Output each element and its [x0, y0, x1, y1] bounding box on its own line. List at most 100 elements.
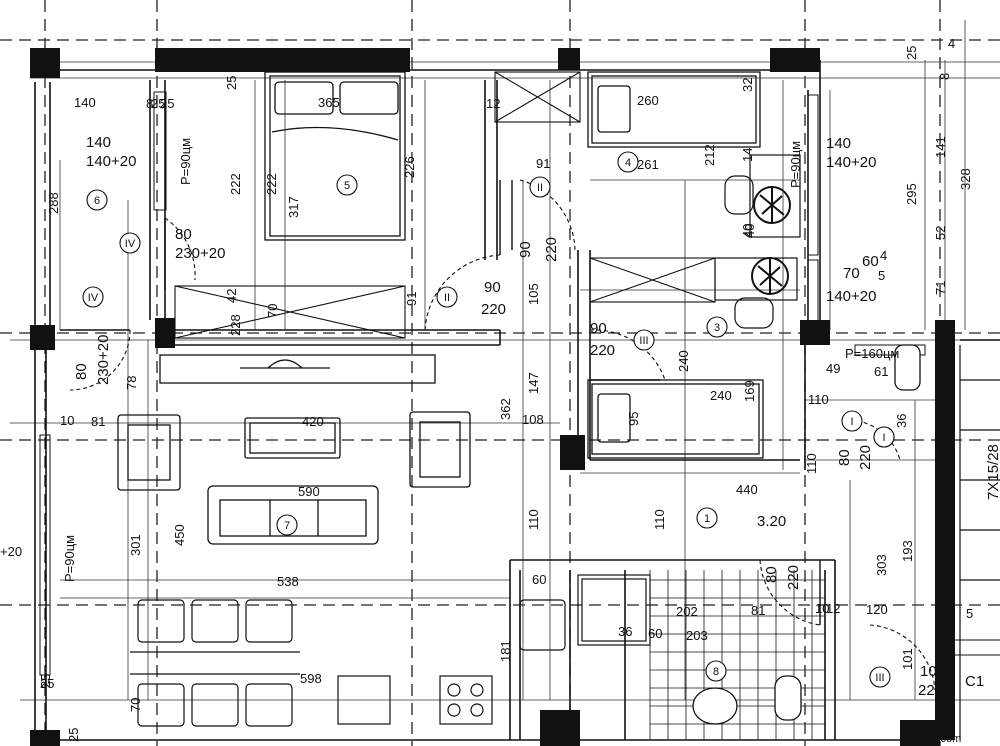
dimension-12: 70 — [265, 304, 280, 318]
dimension-67: 78 — [124, 376, 139, 390]
dimension-34: 240 — [676, 350, 691, 372]
dimension-15: 12 — [486, 96, 500, 111]
dimension-29: 141 — [933, 136, 948, 158]
dimension-40: 110 — [652, 509, 667, 530]
dimension-65: 25 — [40, 676, 54, 691]
dimension-75: 60 — [648, 626, 662, 641]
door-mark-II-1 — [529, 176, 551, 198]
dimension-21: 14 — [740, 148, 755, 162]
dimension-53: 10 — [815, 601, 829, 616]
door-mark-II-1-label: II — [537, 182, 543, 194]
dimension-2: 365 — [318, 95, 340, 110]
door-mark-III-0-label: III — [639, 335, 648, 347]
dimension-11: 42 — [224, 289, 239, 303]
dimension-0: 25 — [224, 76, 239, 90]
dimension-71: 5 — [878, 268, 885, 283]
stairs — [959, 345, 1000, 740]
dimension-5: 25 — [151, 96, 165, 111]
room-number-5-label: 5 — [344, 180, 350, 192]
dimension-23: 295 — [904, 183, 919, 205]
door-label-kit-a: 80 — [763, 566, 780, 583]
windows — [39, 91, 1000, 676]
window-label-left-low: P=90цм — [62, 535, 77, 582]
dimension-31: 147 — [526, 372, 541, 394]
dimension-45: 301 — [128, 534, 143, 556]
dimension-24: 328 — [958, 168, 973, 190]
door-label-ii2-a: 90 — [517, 241, 534, 258]
door-label-ii-b: 220 — [481, 301, 506, 318]
dimension-28: 8 — [937, 73, 952, 80]
door-mark-III-1 — [869, 666, 891, 688]
dimension-69: 25 — [66, 728, 81, 742]
dimension-42: 420 — [302, 414, 324, 429]
door-label-ii3-b: 60 — [862, 253, 879, 270]
door-label-iv2-a: 80 — [73, 363, 90, 380]
dimension-50: 202 — [676, 604, 698, 619]
dimension-26: 71 — [933, 281, 948, 295]
dimension-48: 60 — [532, 572, 546, 587]
dimension-27: 25 — [904, 46, 919, 60]
door-label-ent-b: 220 — [918, 682, 943, 699]
room-number-3-label: 3 — [714, 322, 720, 334]
dimension-49: 181 — [498, 640, 513, 662]
dimension-64: 25 — [38, 674, 53, 688]
door-mark-IV-0-label: IV — [125, 238, 136, 250]
door-leaves — [60, 180, 821, 625]
wall-solids — [30, 48, 955, 746]
dimension-25: 52 — [933, 226, 948, 240]
room-number-8 — [705, 660, 727, 682]
dimension-4: 8 — [146, 96, 153, 111]
dimension-54: 12 — [826, 601, 840, 616]
window-label-right-top: 140 — [826, 135, 851, 152]
dimension-46: 538 — [277, 574, 299, 589]
kitchen-units — [337, 574, 651, 725]
room-number-8-label: 8 — [713, 666, 719, 678]
window-label-top-mid: P=90цм — [178, 138, 193, 185]
room-number-1-label: 1 — [704, 513, 710, 525]
room-number-6 — [86, 189, 108, 211]
dimension-39: 110 — [526, 509, 541, 530]
door-label-bath-a: 80 — [836, 449, 853, 466]
dimension-74: 36 — [618, 624, 632, 639]
door-mark-III-0 — [633, 329, 655, 351]
dimension-38: 440 — [736, 482, 758, 497]
room-number-4 — [617, 151, 639, 173]
door-mark-I-1-label: I — [882, 432, 885, 444]
dimension-72: 40 — [742, 224, 757, 238]
door-label-iv-a: 80 — [175, 226, 192, 243]
dimension-16: 91 — [536, 156, 550, 171]
watermark-text: i.com — [935, 733, 961, 745]
dimension-19: 212 — [702, 144, 717, 166]
dimension-62: 110 — [808, 392, 829, 407]
dimension-10: 288 — [46, 192, 61, 214]
desks — [714, 154, 801, 329]
door-mark-IV-1 — [82, 286, 104, 308]
door-mark-IV-1-label: IV — [88, 292, 99, 304]
door-label-bath-b: 220 — [857, 445, 874, 470]
door-mark-I-0 — [841, 410, 863, 432]
dimension-57: 303 — [874, 554, 889, 576]
dimension-20: 32 — [740, 78, 755, 92]
dimension-1: 140 — [74, 95, 96, 110]
dimension-61: 49 — [826, 361, 840, 376]
dimension-6: 222 — [228, 173, 243, 195]
door-label-ii3-a: 70 — [843, 265, 860, 282]
door-label-iii-b: 220 — [590, 342, 615, 359]
door-mark-III-1-label: III — [875, 672, 884, 684]
dimension-77: 7X15/28 — [985, 444, 1000, 500]
door-mark-II-0 — [436, 286, 458, 308]
dimension-17: 260 — [637, 93, 659, 108]
bed-double — [264, 71, 406, 241]
dimension-60: 61 — [874, 364, 888, 379]
door-mark-II-0-label: II — [444, 292, 450, 304]
dimension-68: 70 — [128, 698, 143, 712]
plan-labels: 12345678IIIIIIIIIIIIIVIV140140+20140140+… — [0, 36, 1000, 745]
dimension-18: 261 — [637, 157, 659, 172]
door-label-ii-a: 90 — [484, 279, 501, 296]
door-label-iv2-b: 230+20 — [95, 335, 112, 385]
window-label-right-mid: 140+20 — [826, 288, 876, 305]
door-mark-I-0-label: I — [850, 416, 853, 428]
bed-single-bottom — [587, 379, 764, 459]
dimension-63: 110 — [804, 453, 819, 474]
